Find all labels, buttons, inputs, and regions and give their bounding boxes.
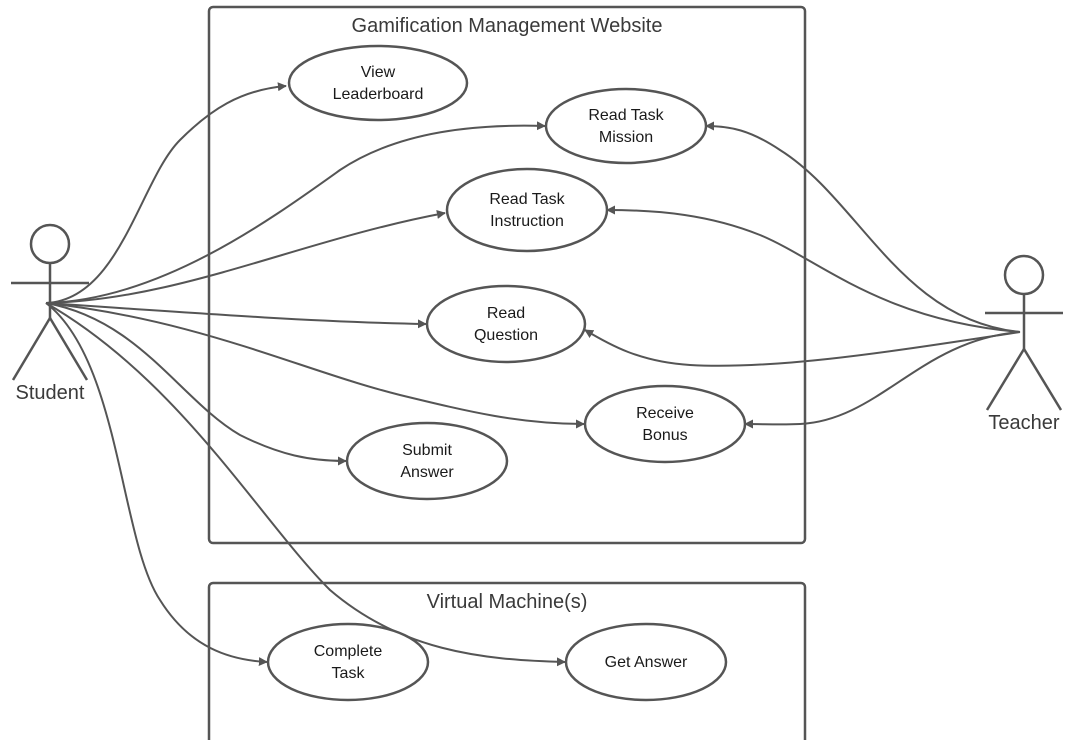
association-teacher-read-question <box>584 329 1021 367</box>
actor-name-teacher: Teacher <box>988 412 1059 434</box>
association-student-read-task-instruction <box>45 210 446 304</box>
system-boundary-vm-frame <box>207 581 807 740</box>
use-case-label: Get Answer <box>605 654 688 671</box>
use-case-label: Submit <box>402 442 452 459</box>
system-boundary-vm: Virtual Machine(s) <box>207 581 807 740</box>
association-teacher-read-task-instruction <box>606 205 1021 333</box>
stick-figure-icon <box>985 254 1063 411</box>
association-student-receive-bonus <box>45 302 585 429</box>
system-title-website: Gamification Management Website <box>352 15 663 37</box>
use-case-label: Read Task <box>489 191 565 208</box>
use-case-label: Instruction <box>490 213 564 230</box>
associations <box>45 82 1021 667</box>
actor-teacher: Teacher <box>985 254 1063 434</box>
use-case-ellipse <box>266 622 430 702</box>
system-title-vm: Virtual Machine(s) <box>427 591 588 613</box>
use-case-label: Answer <box>400 464 454 481</box>
association-student-complete-task <box>45 302 268 667</box>
use-case-label: Read <box>487 305 525 322</box>
use-case-get-answer: Get Answer <box>564 622 728 702</box>
association-teacher-read-task-mission <box>705 121 1021 333</box>
use-case-label: View <box>361 64 396 81</box>
use-case-ellipse <box>287 44 469 122</box>
actor-student: Student <box>11 223 89 404</box>
use-case-label: Complete <box>314 643 383 660</box>
use-case-ellipse <box>583 384 747 464</box>
association-student-view-leaderboard <box>45 82 287 304</box>
association-teacher-receive-bonus <box>744 331 1021 429</box>
use-case-label: Leaderboard <box>333 86 424 103</box>
association-student-submit-answer <box>45 302 347 466</box>
use-case-ellipse <box>544 87 708 165</box>
use-case-ellipse <box>425 284 587 364</box>
association-student-read-question <box>45 302 427 329</box>
use-case-label: Mission <box>599 129 653 146</box>
association-student-read-task-mission <box>45 121 546 304</box>
use-case-ellipse <box>445 167 609 253</box>
use-case-label: Bonus <box>642 427 687 444</box>
use-case-label: Task <box>332 665 366 682</box>
use-case-ellipse <box>564 622 728 702</box>
use-case-label: Receive <box>636 405 694 422</box>
use-case-ellipse <box>345 421 509 501</box>
use-case-label: Read Task <box>588 107 664 124</box>
stick-figure-icon <box>11 223 89 381</box>
association-student-get-answer <box>45 302 566 667</box>
use-case-label: Question <box>474 327 538 344</box>
actor-name-student: Student <box>16 382 85 404</box>
